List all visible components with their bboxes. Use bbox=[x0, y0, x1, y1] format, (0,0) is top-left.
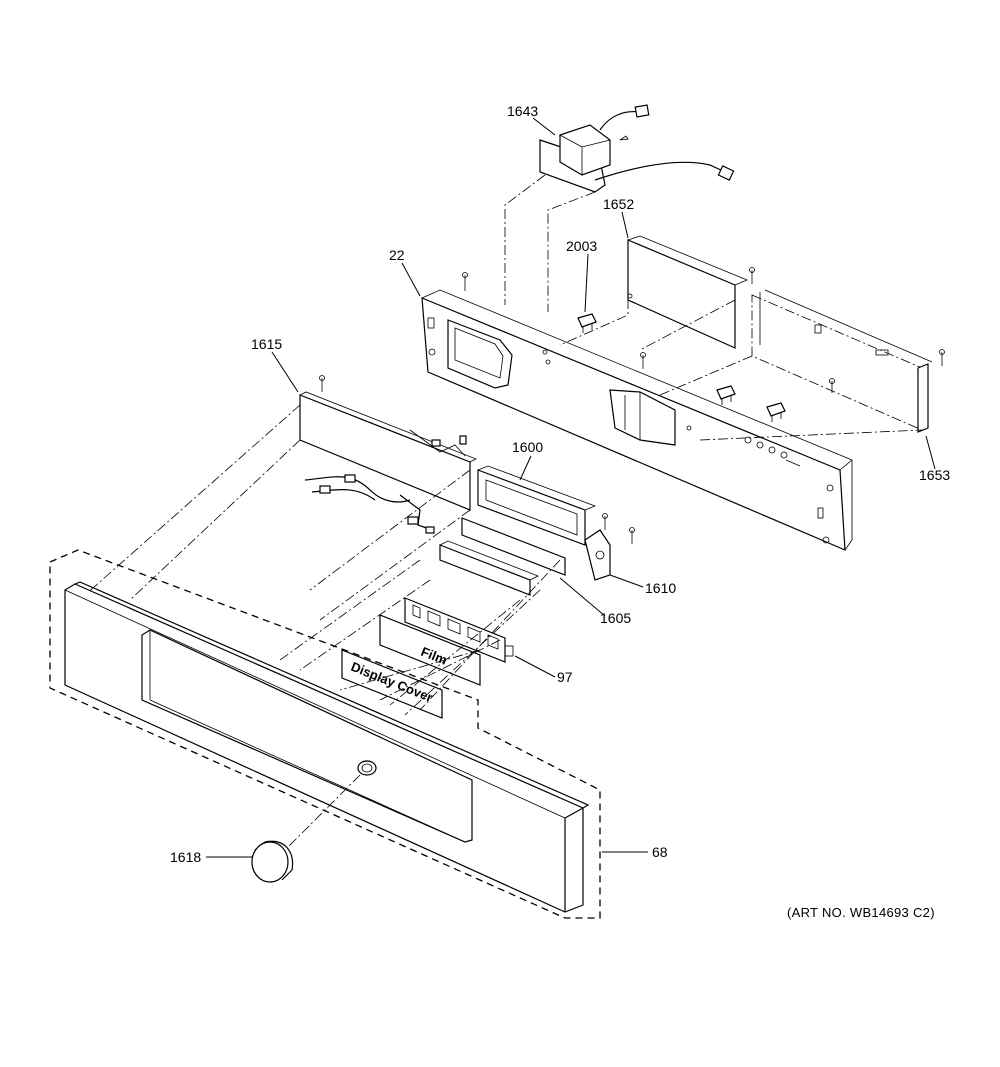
knob-1618 bbox=[251, 774, 361, 883]
switch-lower-a bbox=[716, 385, 736, 405]
art-number: (ART NO. WB14693 C2) bbox=[787, 905, 935, 920]
transformer-assembly bbox=[504, 104, 735, 312]
label-22: 22 bbox=[389, 247, 405, 263]
control-panel bbox=[64, 581, 590, 913]
switch-2003 bbox=[577, 313, 597, 333]
label-1605: 1605 bbox=[600, 610, 631, 626]
leader-lines bbox=[206, 117, 936, 858]
label-68: 68 bbox=[652, 844, 668, 860]
label-2003: 2003 bbox=[566, 238, 597, 254]
display-board-1615 bbox=[84, 375, 477, 621]
panel-assembly-outline-68 bbox=[49, 549, 601, 919]
control-board-1652 bbox=[559, 235, 755, 351]
label-1615: 1615 bbox=[251, 336, 282, 352]
switch-lower-b bbox=[766, 402, 786, 422]
part-labels: 1643 1652 2003 22 1615 1600 1653 1610 16… bbox=[170, 103, 950, 865]
explode-dashes-center bbox=[279, 559, 561, 716]
bracket-1653 bbox=[659, 289, 945, 441]
main-bracket-22 bbox=[421, 272, 853, 551]
bracket-1610 bbox=[584, 513, 635, 581]
label-1652: 1652 bbox=[603, 196, 634, 212]
label-97: 97 bbox=[557, 669, 573, 685]
label-1610: 1610 bbox=[645, 580, 676, 596]
display-1600 bbox=[477, 465, 597, 546]
holder-1605 bbox=[439, 517, 566, 596]
label-1653: 1653 bbox=[919, 467, 950, 483]
label-1643: 1643 bbox=[507, 103, 538, 119]
film-sheet: Film bbox=[379, 614, 481, 686]
label-1600: 1600 bbox=[512, 439, 543, 455]
label-1618: 1618 bbox=[170, 849, 201, 865]
